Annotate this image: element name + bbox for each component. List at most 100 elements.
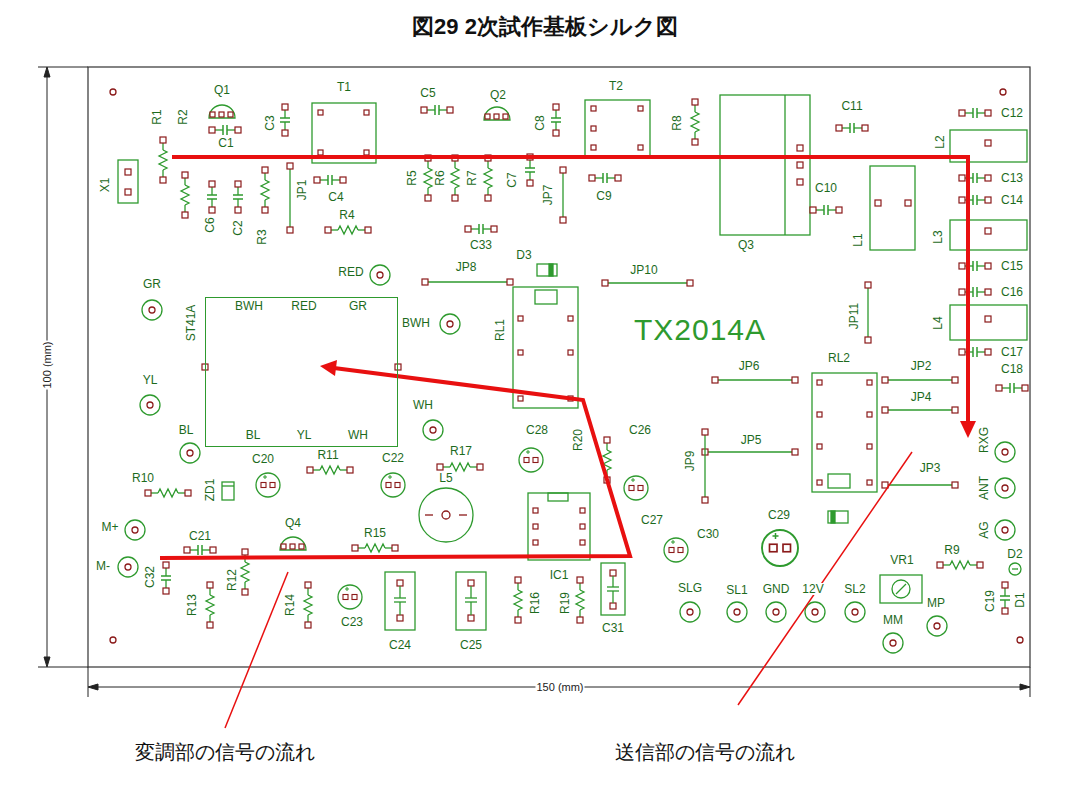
silk-label: L4 [932, 315, 944, 330]
component-outlines [828, 474, 850, 488]
component-pads [364, 150, 369, 155]
silk-label: C1 [217, 137, 234, 149]
capacitor-symbols [161, 562, 171, 594]
capacitor-symbols [207, 181, 217, 213]
jumper-wires [952, 377, 958, 383]
terminal-pads [118, 557, 138, 577]
component-pads [867, 480, 872, 485]
silk-label: R10 [131, 472, 155, 484]
silk-label: R4 [338, 209, 355, 221]
component-outlines [720, 95, 810, 235]
resistor-symbols [145, 489, 191, 497]
silk-label: C16 [1000, 286, 1024, 298]
silk-label: C8 [534, 114, 546, 131]
component-pads [591, 106, 596, 111]
jumper-wires [605, 282, 690, 283]
component-outlines [896, 584, 906, 594]
board-outline [1000, 89, 1006, 95]
board-outline [110, 89, 116, 95]
signal-flow-arrows [160, 368, 630, 558]
component-pads [797, 179, 803, 185]
component-pads [867, 380, 872, 385]
silk-label: Q1 [213, 84, 231, 96]
capacitor-symbols [959, 173, 991, 183]
terminal-pads [140, 395, 160, 415]
component-pads [867, 444, 872, 449]
capacitor-symbols [209, 125, 241, 135]
terminal-pads [805, 602, 825, 622]
small-capacitor-bars [470, 602, 471, 615]
component-pads [318, 150, 323, 155]
terminal-pads [180, 443, 200, 463]
silk-label: JP6 [738, 360, 761, 372]
jumper-wires [705, 451, 795, 452]
board-outline [1017, 637, 1023, 643]
silk-label: JP9 [684, 450, 696, 473]
jumper-wires [885, 484, 955, 485]
resistor-symbols [437, 463, 483, 471]
jumper-wires [560, 217, 566, 223]
silk-label: JP1 [296, 179, 308, 202]
capacitor-symbols [589, 173, 621, 183]
board-name: TX2014A [633, 315, 767, 345]
signal-flow-arrows [172, 157, 968, 424]
diode-symbols [831, 511, 835, 523]
silk-label: R9 [943, 544, 960, 556]
silk-label: SL1 [725, 584, 748, 596]
silk-label: SL2 [843, 583, 866, 595]
module-pin-label: BL [245, 429, 262, 441]
silk-label: MP [926, 597, 946, 609]
silk-label: JP8 [455, 261, 478, 273]
silk-label: C32 [144, 565, 156, 589]
silk-label: WH [412, 399, 434, 411]
silk-label: D1 [1014, 591, 1026, 608]
silk-label: R15 [363, 527, 387, 539]
jumper-wires [425, 281, 510, 282]
component-outlines [528, 493, 590, 560]
silk-label: JP2 [910, 360, 933, 372]
silk-label: T2 [608, 80, 624, 92]
jumper-wires [507, 279, 513, 285]
component-outlines [385, 572, 415, 630]
silk-label: C24 [388, 639, 412, 651]
jumper-wires [867, 285, 868, 340]
silk-label: YL [142, 374, 159, 386]
component-outlines [870, 166, 915, 250]
silk-label: ANT [978, 475, 990, 501]
electrolytic-capacitors [256, 473, 280, 497]
component-outlines [535, 290, 557, 304]
component-pads [468, 615, 474, 621]
component-outlines [459, 514, 467, 515]
component-outlines [513, 287, 578, 408]
terminal-pads [370, 265, 390, 285]
silk-label: C30 [696, 528, 720, 540]
silk-label: R16 [529, 591, 541, 615]
silk-label: Q2 [489, 89, 507, 101]
silk-label: C10 [814, 182, 838, 194]
component-outlines [880, 575, 922, 603]
module-pin-label: WH [347, 429, 369, 441]
component-outlines [892, 580, 910, 598]
silk-label: C7 [506, 171, 518, 188]
jumper-wires [952, 407, 958, 413]
jumper-wires [562, 170, 563, 220]
capacitor-symbols [959, 195, 991, 205]
silk-label: C14 [1000, 194, 1024, 206]
terminal-pads [766, 602, 786, 622]
electrolytic-capacitors [338, 585, 362, 609]
diode-symbols [222, 485, 234, 486]
small-capacitor-bars [470, 586, 471, 598]
resistor-symbols [484, 155, 492, 201]
component-pads [494, 114, 499, 119]
silk-label: IC1 [549, 569, 570, 581]
jumper-wires [882, 377, 888, 383]
resistor-symbols [181, 172, 189, 218]
dimension-lines [44, 67, 50, 77]
dimension-lines [1020, 684, 1030, 690]
callout-text: 送信部の信号の流れ [614, 742, 796, 762]
component-pads [518, 350, 523, 355]
resistor-symbols [514, 577, 522, 623]
dimension-lines [38, 667, 88, 668]
component-outlines [484, 107, 510, 120]
